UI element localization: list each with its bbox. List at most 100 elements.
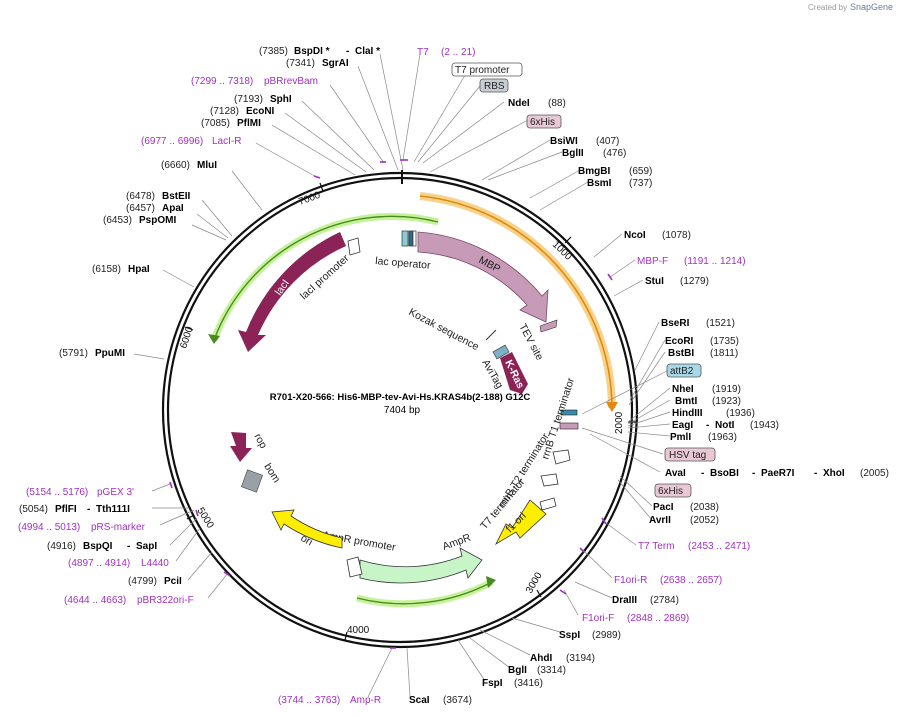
fspi-site[interactable]: FspI bbox=[482, 678, 503, 689]
stui-site[interactable]: StuI bbox=[645, 276, 664, 287]
hsv-tag-box[interactable] bbox=[664, 447, 716, 462]
kras-feature[interactable] bbox=[500, 352, 528, 394]
f1-ori-feature[interactable] bbox=[495, 499, 547, 546]
tev-site-feature[interactable] bbox=[539, 319, 558, 333]
laci-promoter-feature[interactable] bbox=[347, 237, 361, 256]
nhei-site[interactable]: NheI bbox=[672, 384, 694, 395]
pcii-site[interactable]: PciI bbox=[164, 576, 182, 587]
xhoi-pos: (2005) bbox=[860, 468, 889, 479]
sixhis-bottom-label: 6xHis bbox=[658, 486, 683, 497]
rrnb-t2-feature[interactable] bbox=[540, 473, 559, 487]
bspdi-site[interactable]: BspDI * bbox=[294, 46, 330, 57]
ncoi-site[interactable]: NcoI bbox=[624, 230, 646, 241]
scai-site[interactable]: ScaI bbox=[409, 695, 430, 706]
bmti-site[interactable]: BmtI bbox=[675, 396, 697, 407]
bglii-site[interactable]: BglII bbox=[562, 148, 584, 159]
kozak-marker[interactable] bbox=[485, 329, 497, 341]
mlui-site[interactable]: MluI bbox=[197, 160, 217, 171]
sphi-site[interactable]: SphI bbox=[270, 94, 292, 105]
t7-promoter-box[interactable] bbox=[408, 230, 414, 247]
bsteii-site[interactable]: BstEII bbox=[162, 191, 191, 202]
laci-r-primer[interactable]: LacI-R bbox=[212, 136, 241, 147]
t7-terminator-feature[interactable] bbox=[539, 497, 557, 511]
laci-orf-arc[interactable] bbox=[213, 215, 439, 341]
eagi-site[interactable]: EagI bbox=[672, 420, 693, 431]
clai-site[interactable]: ClaI * bbox=[355, 46, 380, 57]
f1ori-r-range: (2638 .. 2657) bbox=[660, 575, 722, 586]
dash-4: - bbox=[701, 468, 704, 479]
f1ori-f-primer[interactable]: F1ori-F bbox=[582, 613, 614, 624]
econi-site[interactable]: EcoNI bbox=[246, 106, 275, 117]
xhoi-site[interactable]: XhoI bbox=[823, 468, 845, 479]
l4440-primer[interactable]: L4440 bbox=[141, 558, 169, 569]
bgli-site[interactable]: BglI bbox=[508, 665, 527, 676]
attb2-box[interactable] bbox=[666, 363, 702, 378]
apai-site[interactable]: ApaI bbox=[162, 203, 184, 214]
ampr-promoter-feature[interactable] bbox=[346, 556, 363, 578]
bspdi-pos: (7385) bbox=[259, 46, 288, 57]
pbrrevbam-primer[interactable]: pBRrevBam bbox=[264, 76, 318, 87]
prs-marker-primer[interactable]: pRS-marker bbox=[91, 522, 146, 533]
hpai-site[interactable]: HpaI bbox=[128, 264, 150, 275]
bsiwi-site[interactable]: BsiWI bbox=[550, 136, 578, 147]
ppumi-site[interactable]: PpuMI bbox=[95, 348, 125, 359]
rop-feature[interactable] bbox=[230, 432, 252, 462]
sixhis-top-box[interactable] bbox=[526, 114, 562, 129]
bsmi-site[interactable]: BsmI bbox=[587, 178, 612, 189]
pmli-site[interactable]: PmlI bbox=[670, 432, 691, 443]
tth111i-site[interactable]: Tth111I bbox=[96, 504, 130, 515]
t7-primer[interactable]: T7 bbox=[417, 47, 429, 58]
rbs-box-label[interactable] bbox=[479, 78, 509, 93]
ppumi-pos: (5791) bbox=[59, 348, 88, 359]
ahdi-site[interactable]: AhdI bbox=[530, 653, 552, 664]
sgrai-site[interactable]: SgrAI bbox=[322, 58, 349, 69]
tick-label-2000: 2000 bbox=[614, 411, 625, 434]
hindiii-site[interactable]: HindIII bbox=[672, 408, 703, 419]
mbp-f-primer[interactable]: MBP-F bbox=[637, 256, 668, 267]
ampr-feature[interactable] bbox=[359, 547, 483, 584]
paci-site[interactable]: PacI bbox=[653, 502, 674, 513]
bstbi-site[interactable]: BstBI bbox=[668, 348, 694, 359]
avai-site[interactable]: AvaI bbox=[665, 468, 686, 479]
rbs-box[interactable] bbox=[412, 230, 417, 247]
pbr322ori-f-primer[interactable]: pBR322ori-F bbox=[137, 595, 194, 606]
t7-promoter-box-label[interactable] bbox=[451, 62, 523, 77]
bseri-site[interactable]: BseRI bbox=[661, 318, 690, 329]
bspqi-site[interactable]: BspQI bbox=[83, 541, 113, 552]
sapi-site[interactable]: SapI bbox=[136, 541, 157, 552]
ampr-orf-arc[interactable] bbox=[356, 581, 493, 605]
tick-label-5000: 5000 bbox=[194, 506, 215, 531]
pgex3-primer[interactable]: pGEX 3' bbox=[97, 487, 134, 498]
lac-operator-box[interactable] bbox=[401, 230, 409, 247]
bsobi-site[interactable]: BsoBI bbox=[710, 468, 739, 479]
bstbi-pos: (1811) bbox=[710, 348, 738, 359]
ori-feature[interactable] bbox=[271, 509, 343, 549]
backbone-outer bbox=[161, 171, 639, 649]
t7-term-primer[interactable]: T7 Term bbox=[638, 541, 675, 552]
rrnb-t1-feature[interactable] bbox=[552, 449, 571, 465]
avitag-feature[interactable] bbox=[492, 344, 510, 360]
sspi-site[interactable]: SspI bbox=[559, 630, 580, 641]
amp-r-primer[interactable]: Amp-R bbox=[350, 695, 381, 706]
snapgene-logo[interactable]: SnapGene bbox=[850, 2, 893, 12]
laci-feature[interactable] bbox=[238, 232, 346, 352]
bom-feature[interactable] bbox=[241, 469, 263, 493]
avrii-site[interactable]: AvrII bbox=[649, 515, 671, 526]
paer7i-site[interactable]: PaeR7I bbox=[761, 468, 795, 479]
hsv-tag-marker[interactable] bbox=[559, 422, 579, 430]
noti-site[interactable]: NotI bbox=[715, 420, 735, 431]
sixhis-bottom-box[interactable] bbox=[654, 483, 692, 498]
draiii-site[interactable]: DraIII bbox=[612, 595, 637, 606]
pmli-pos: (1963) bbox=[708, 432, 737, 443]
pflmi-site[interactable]: PflMI bbox=[237, 118, 261, 129]
orf-arc[interactable] bbox=[419, 195, 613, 409]
mbp-feature[interactable] bbox=[417, 231, 549, 323]
bmgbi-site[interactable]: BmgBI bbox=[578, 166, 610, 177]
ndei-site[interactable]: NdeI bbox=[508, 98, 530, 109]
f1ori-r-primer[interactable]: F1ori-R bbox=[614, 575, 647, 586]
ecori-site[interactable]: EcoRI bbox=[665, 336, 694, 347]
sixhis-top-label: 6xHis bbox=[530, 117, 555, 128]
pspomi-site[interactable]: PspOMI bbox=[139, 215, 176, 226]
attb2-marker[interactable] bbox=[560, 409, 578, 416]
pflfi-site[interactable]: PflFI bbox=[55, 504, 77, 515]
